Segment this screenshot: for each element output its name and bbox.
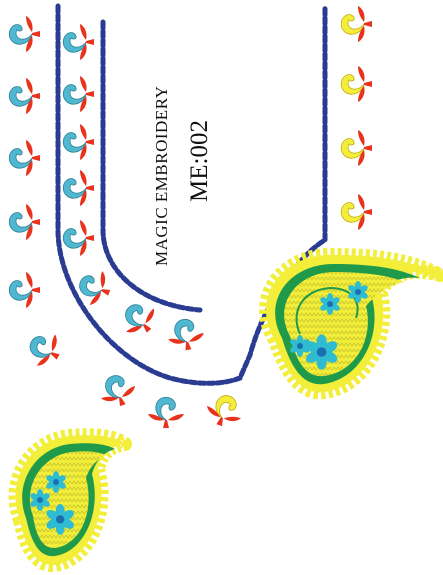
inner-bud-column: [62, 23, 207, 354]
large-paisley-right: [259, 248, 443, 400]
large-paisley-bottom-left: [8, 428, 132, 573]
left-bud-column: [8, 15, 41, 309]
design-code-label: ME:002: [186, 120, 213, 202]
design-name-label: MAGIC EMBROIDERY: [152, 85, 171, 266]
right-bud-column: [340, 5, 373, 231]
lower-bud-curve: [21, 325, 248, 432]
